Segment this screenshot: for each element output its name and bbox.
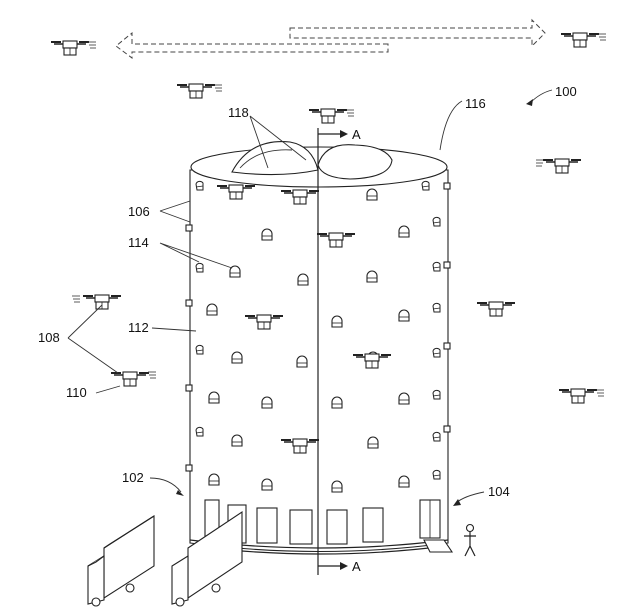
- label-118: 118: [228, 105, 249, 120]
- quadcopter-drone-icon: [560, 32, 607, 48]
- label-106: 106: [128, 204, 150, 219]
- label-108: 108: [38, 330, 60, 345]
- reference-labels: 100 116 118 106 114 108 112 110 102 104 …: [38, 84, 577, 574]
- roof-dome-right: [317, 144, 393, 180]
- person-icon: [464, 523, 476, 557]
- label-112: 112: [128, 320, 149, 335]
- drone-ports: [185, 182, 451, 472]
- section-label-top: A: [352, 127, 361, 142]
- quadcopter-drone-icon: [535, 158, 582, 174]
- quadcopter-drone-icon: [476, 301, 516, 317]
- quadcopter-drone-icon: [308, 108, 355, 124]
- flight-path-arrows: [115, 18, 546, 59]
- label-100: 100: [555, 84, 577, 99]
- label-102: 102: [122, 470, 144, 485]
- roof-dome-left: [231, 141, 319, 176]
- quadcopter-drone-icon: [50, 40, 97, 56]
- quadcopter-drone-icon: [110, 371, 157, 387]
- delivery-truck-icon: [171, 510, 243, 607]
- reference-leader-lines: [67, 89, 553, 506]
- label-104: 104: [488, 484, 510, 499]
- label-110: 110: [66, 385, 87, 400]
- fulfillment-tower: [189, 128, 449, 575]
- section-label-bottom: A: [352, 559, 361, 574]
- label-116: 116: [465, 96, 486, 111]
- label-114: 114: [128, 235, 149, 250]
- quadcopter-drone-icon: [176, 83, 223, 99]
- quadcopter-drone-icon: [558, 388, 605, 404]
- quadcopter-drone-icon: [71, 294, 122, 310]
- delivery-truck-icon: [87, 514, 155, 607]
